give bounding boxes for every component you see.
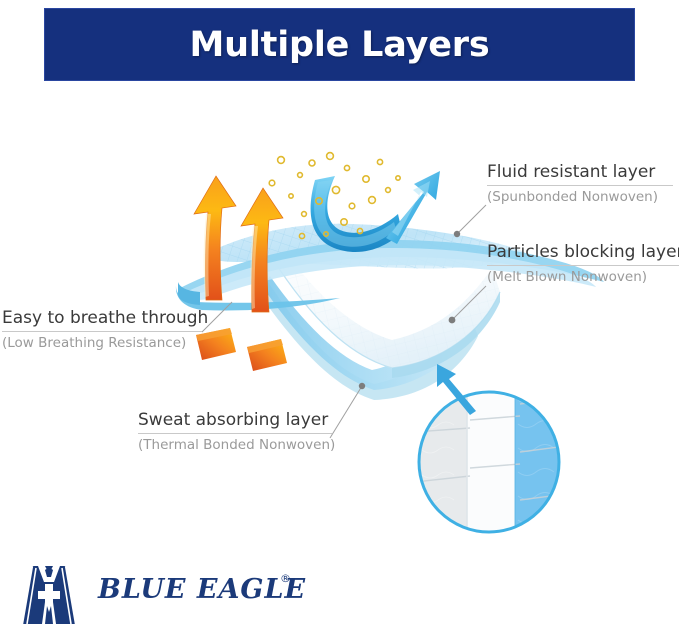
- callout-divider: [487, 265, 679, 266]
- header-banner: Multiple Layers: [44, 8, 635, 81]
- particle-dots: [268, 151, 401, 240]
- callout-title: Particles blocking layer: [487, 242, 679, 262]
- particle-dots-fill: [328, 154, 374, 224]
- registered-trademark-mark: ®: [280, 572, 291, 585]
- callout-particles-blocking-layer: Particles blocking layer (Melt Blown Non…: [487, 242, 679, 286]
- brand-logo: BLUE EAGLE ®: [18, 560, 308, 628]
- brand-wordmark: BLUE EAGLE: [98, 574, 306, 605]
- brand-word-blue: BLUE: [98, 574, 187, 605]
- material-closeup-inset: [417, 390, 561, 534]
- leader-anchor-dots: [358, 230, 461, 390]
- layer-sweat-absorbing: [258, 276, 478, 400]
- callout-title: Easy to breathe through: [2, 308, 209, 328]
- inset-pointer-arrow: [437, 364, 476, 415]
- particle-deflection-arrow: [310, 171, 440, 253]
- callout-subtitle: (Melt Blown Nonwoven): [487, 269, 648, 285]
- callout-divider: [138, 433, 332, 434]
- eagle-shield-icon: [20, 565, 78, 625]
- callout-easy-to-breathe-through: Easy to breathe through (Low Breathing R…: [2, 308, 209, 352]
- callout-divider: [2, 331, 202, 332]
- callout-subtitle: (Spunbonded Nonwoven): [487, 189, 658, 205]
- callout-divider: [487, 185, 673, 186]
- callout-fluid-resistant-layer: Fluid resistant layer (Spunbonded Nonwov…: [487, 162, 673, 206]
- page-title: Multiple Layers: [189, 24, 490, 65]
- airflow-arrows: [193, 175, 287, 371]
- callout-subtitle: (Thermal Bonded Nonwoven): [138, 437, 336, 453]
- brand-word-eagle: EAGLE: [196, 574, 307, 605]
- callout-subtitle: (Low Breathing Resistance): [2, 335, 187, 351]
- callout-title: Fluid resistant layer: [487, 162, 656, 182]
- callout-sweat-absorbing-layer: Sweat absorbing layer (Thermal Bonded No…: [138, 410, 336, 454]
- leader-lines: [201, 204, 487, 439]
- layer-particles-blocking: [271, 240, 501, 378]
- callout-title: Sweat absorbing layer: [138, 410, 329, 430]
